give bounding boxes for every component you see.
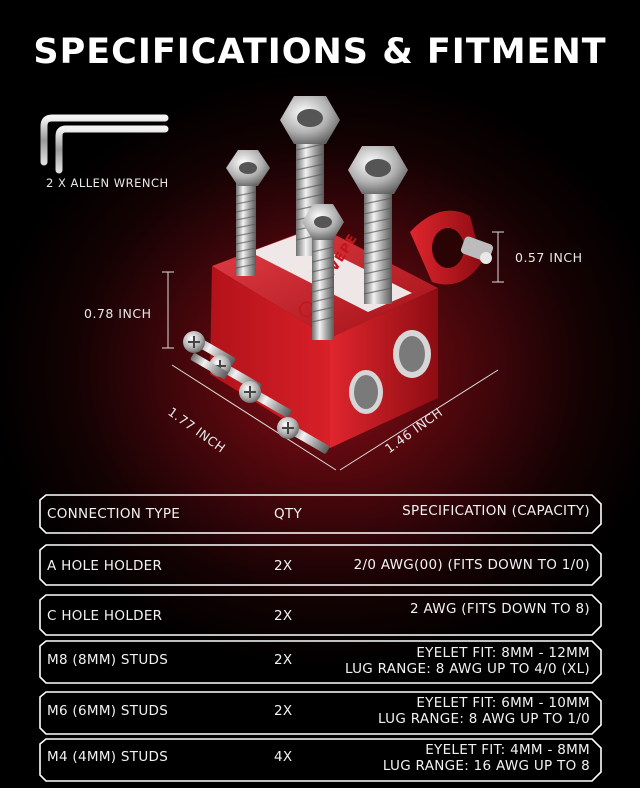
- table-header: CONNECTION TYPE QTY SPECIFICATION (CAPAC…: [36, 494, 602, 534]
- table-row: M6 (6MM) STUDS 2X EYELET FIT: 6MM - 10MM…: [36, 691, 602, 735]
- page-title: SPECIFICATIONS & FITMENT: [33, 32, 607, 72]
- side-screws: [183, 331, 330, 454]
- accessory-label: 2 X ALLEN WRENCH: [46, 176, 169, 190]
- table-row: M4 (4MM) STUDS 4X EYELET FIT: 4MM - 8MM …: [36, 738, 602, 782]
- stud-bolts: [226, 96, 408, 340]
- table-row: M8 (8MM) STUDS 2X EYELET FIT: 8MM - 12MM…: [36, 640, 602, 684]
- row-connection-type: M8 (8MM) STUDS: [47, 652, 169, 668]
- row-qty: 2X: [274, 558, 293, 574]
- row-qty: 2X: [274, 608, 293, 624]
- row-connection-type: M4 (4MM) STUDS: [47, 749, 169, 765]
- row-spec: EYELET FIT: 4MM - 8MM LUG RANGE: 16 AWG …: [382, 742, 590, 774]
- header-specification: SPECIFICATION (CAPACITY): [402, 503, 590, 519]
- dimension-clamp-height: 0.57 INCH: [515, 250, 583, 265]
- row-qty: 2X: [274, 652, 293, 668]
- row-spec: 2 AWG (FITS DOWN TO 8): [410, 601, 590, 617]
- header-frame: [39, 494, 602, 534]
- row-qty: 2X: [274, 703, 293, 719]
- row-spec: EYELET FIT: 8MM - 12MM LUG RANGE: 8 AWG …: [344, 645, 590, 677]
- dimension-lines: [162, 231, 504, 471]
- header-connection-type: CONNECTION TYPE: [47, 506, 181, 522]
- row-connection-type: A HOLE HOLDER: [47, 558, 163, 574]
- row-qty: 4X: [274, 749, 293, 765]
- terminal-clamp: [410, 210, 494, 285]
- table-row: C HOLE HOLDER 2X 2 AWG (FITS DOWN TO 8): [36, 594, 602, 636]
- row-connection-type: C HOLE HOLDER: [47, 608, 163, 624]
- row-spec: 2/0 AWG(00) (FITS DOWN TO 1/0): [353, 557, 590, 573]
- dimension-block-height: 0.78 INCH: [84, 306, 152, 321]
- table-row: A HOLE HOLDER 2X 2/0 AWG(00) (FITS DOWN …: [36, 544, 602, 586]
- row-connection-type: M6 (6MM) STUDS: [47, 703, 169, 719]
- row-spec: EYELET FIT: 6MM - 10MM LUG RANGE: 8 AWG …: [378, 695, 590, 727]
- header-qty: QTY: [274, 506, 303, 522]
